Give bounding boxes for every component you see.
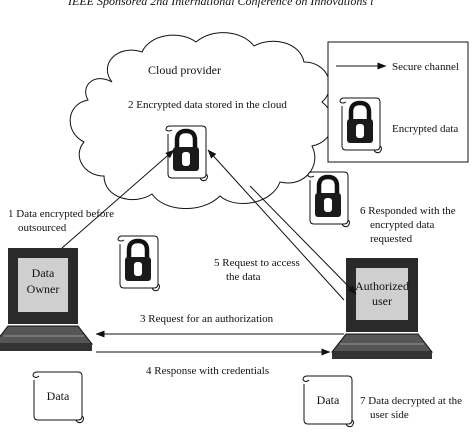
authorized-user-laptop-icon bbox=[330, 258, 434, 359]
legend-secure-channel: Secure channel bbox=[392, 61, 459, 73]
owner-encrypted-data-icon bbox=[118, 236, 160, 291]
authorized-user-line1: Authorized bbox=[355, 279, 409, 293]
cloud-shape bbox=[69, 32, 333, 209]
step-6-encrypted-data-icon bbox=[308, 172, 350, 227]
cloud-encrypted-data-icon bbox=[166, 126, 208, 181]
step-2-label: 2 Encrypted data stored in the cloud bbox=[128, 99, 287, 111]
legend-encrypted-data: Encrypted data bbox=[392, 123, 458, 135]
step-5-label: 5 Request to access the data bbox=[214, 257, 303, 283]
step-3-label: 3 Request for an authorization bbox=[140, 313, 274, 325]
step-6-label: 6 Responded with the encrypted data requ… bbox=[360, 205, 458, 245]
data-owner-line2: Owner bbox=[27, 282, 60, 296]
step-7-label: 7 Data decrypted at the user side bbox=[360, 395, 465, 421]
step-4-label: 4 Response with credentials bbox=[146, 365, 269, 377]
arrow-step-1 bbox=[61, 149, 175, 249]
header-text: IEEE Sponsored 2nd International Confere… bbox=[67, 0, 373, 8]
data-owner-line1: Data bbox=[32, 266, 55, 280]
arrow-step-6 bbox=[249, 185, 357, 295]
step-1-label: 1 Data encrypted before outsourced bbox=[8, 208, 117, 234]
owner-data-label: Data bbox=[47, 389, 70, 403]
cloud-provider-title: Cloud provider bbox=[148, 63, 221, 77]
arrow-step-5 bbox=[207, 149, 345, 301]
user-data-label: Data bbox=[317, 393, 340, 407]
legend-encrypted-data-icon bbox=[340, 98, 382, 153]
authorized-user-line2: user bbox=[372, 294, 392, 308]
data-owner-laptop-icon bbox=[0, 248, 94, 351]
